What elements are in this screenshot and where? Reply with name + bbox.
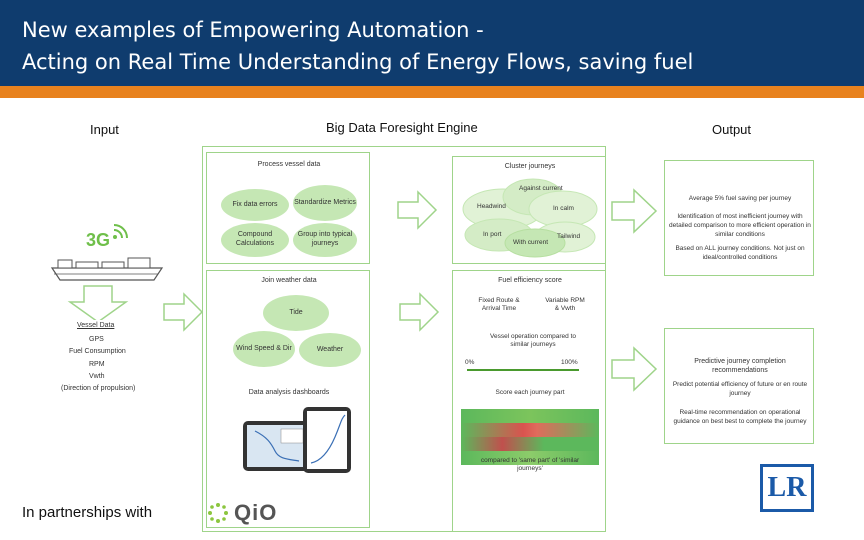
output-realtime-text: Real-time recommendation on operational … — [673, 409, 807, 425]
output-panel-predictive: Predictive journey completion recommenda… — [664, 328, 814, 444]
vessel-item-direction: (Direction of propulsion) — [61, 385, 136, 392]
scale-min-label: 0% — [465, 359, 475, 366]
signal-3g-icon: 3G — [86, 222, 130, 252]
down-arrow-icon — [67, 285, 129, 323]
output-panel-savings: Average 5% fuel saving per journey Ident… — [664, 160, 814, 276]
weather-data-panel: Join weather data Tide Wind Speed & Dir … — [206, 270, 370, 528]
variable-rpm-label: Variable RPM & Vwth — [545, 297, 585, 313]
cluster-against-current: Against current — [519, 185, 563, 192]
tablet-chart-icon — [303, 407, 351, 473]
right-arrow-icon — [611, 346, 658, 392]
lr-logo: LR — [760, 464, 814, 512]
group-journeys-bubble: Group into typical journeys — [293, 223, 357, 257]
tide-bubble: Tide — [263, 295, 329, 331]
score-label: Score each journey part — [495, 389, 565, 396]
vessel-item-rpm: RPM — [89, 361, 105, 368]
input-column-title: Input — [90, 122, 119, 137]
vessel-item-fuel: Fuel Consumption — [69, 348, 126, 355]
output-savings-text: Average 5% fuel saving per journey — [688, 195, 792, 202]
score-heatmap — [461, 409, 599, 465]
fuel-panel-title: Fuel efficiency score — [498, 277, 562, 284]
qio-mark-icon — [208, 503, 228, 523]
efficiency-scale-bar — [467, 369, 579, 371]
cluster-tailwind: Tailwind — [557, 233, 581, 240]
fix-data-errors-bubble: Fix data errors — [221, 189, 289, 221]
cargo-ship-icon — [50, 257, 164, 281]
dashboards-label: Data analysis dashboards — [248, 389, 330, 396]
right-arrow-icon — [611, 188, 658, 234]
header-banner: New examples of Empowering Automation - … — [0, 0, 864, 86]
compound-calculations-bubble: Compound Calculations — [221, 223, 289, 257]
cluster-ellipses — [462, 178, 598, 258]
title-line-1: New examples of Empowering Automation - — [22, 18, 484, 42]
output-predictive-text: Predictive journey completion recommenda… — [694, 358, 786, 375]
output-identification-text: Identification of most inefficient journ… — [669, 213, 811, 238]
standardize-metrics-bubble: Standardize Metrics — [293, 185, 357, 221]
partnership-label: In partnerships with — [22, 504, 153, 521]
process-vessel-panel: Process vessel data Fix data errors Stan… — [206, 152, 370, 264]
output-predict-text: Predict potential efficiency of future o… — [672, 381, 808, 397]
compare-note: compared to 'same part' of 'similar jour… — [480, 457, 580, 473]
cluster-journeys-panel: Cluster journeys Against current Headwin… — [452, 156, 606, 264]
output-conditions-text: Based on ALL journey conditions. Not jus… — [675, 245, 805, 261]
right-arrow-icon — [399, 292, 440, 332]
output-column-title: Output — [712, 122, 752, 137]
weather-bubble: Weather — [299, 333, 361, 367]
right-arrow-icon — [397, 190, 438, 230]
vessel-data-heading: Vessel Data — [77, 322, 115, 329]
cluster-in-calm: In calm — [553, 205, 574, 212]
cluster-with-current: With current — [513, 239, 549, 246]
cluster-panel-title: Cluster journeys — [504, 163, 556, 170]
accent-bar — [0, 86, 864, 98]
cluster-headwind: Headwind — [477, 203, 506, 210]
tablet-map-icon — [243, 421, 311, 471]
vessel-item-gps: GPS — [89, 336, 104, 343]
comparison-label: Vessel operation compared to similar jou… — [490, 333, 576, 349]
qio-logo: QiO — [206, 500, 277, 526]
fuel-efficiency-panel: Fuel efficiency score Fixed Route & Arri… — [452, 270, 606, 532]
scale-max-label: 100% — [561, 359, 578, 366]
fixed-route-label: Fixed Route & Arrival Time — [478, 297, 520, 313]
title-line-2: Acting on Real Time Understanding of Ene… — [22, 50, 694, 74]
cluster-in-port: In port — [483, 231, 502, 238]
process-panel-title: Process vessel data — [257, 161, 321, 168]
vessel-item-vwth: Vwth — [89, 373, 105, 380]
vessel-data-panel: Vessel Data GPS Fuel Consumption RPM Vwt… — [57, 320, 139, 400]
weather-panel-title: Join weather data — [261, 277, 317, 284]
right-arrow-icon — [163, 292, 204, 332]
engine-column-title: Big Data Foresight Engine — [326, 120, 478, 135]
wind-speed-bubble: Wind Speed & Dir — [233, 331, 295, 367]
